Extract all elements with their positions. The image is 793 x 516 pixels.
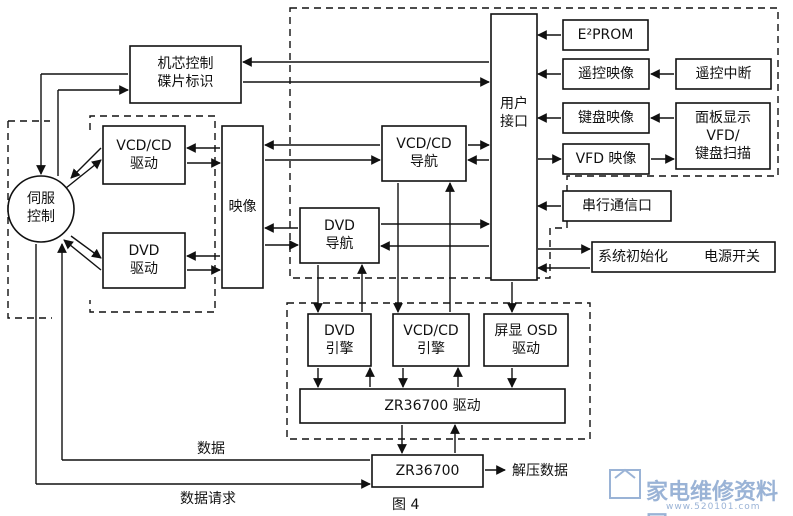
key-map-box	[562, 102, 650, 134]
vfd-map-label: VFD 映像	[575, 151, 637, 167]
watermark-text: 家电维修资料网	[646, 480, 779, 516]
remote-int-box	[675, 58, 772, 90]
panel-box	[675, 102, 771, 170]
panel-line3: 键盘扫描	[695, 146, 751, 162]
remote-int-label: 遥控中断	[695, 66, 752, 82]
core-ctrl-line2: 碟片标识	[157, 74, 214, 90]
core-ctrl-box	[129, 45, 242, 104]
zr-label: ZR36700	[395, 463, 460, 479]
engine-region	[286, 302, 591, 440]
osd-drv-box	[483, 313, 569, 367]
zr-box	[371, 454, 484, 488]
zr-drv-box	[299, 388, 566, 424]
dvd-drv-line1: DVD	[128, 243, 160, 259]
zr-drv-label: ZR36700 驱动	[384, 398, 481, 414]
user-if-label: 用户 接口	[491, 95, 537, 131]
figure-caption: 图 4	[392, 497, 420, 513]
dvd-engine-line1: DVD	[324, 323, 355, 339]
user-if-line2: 接口	[500, 114, 528, 130]
core-ctrl-line1: 机芯控制	[157, 56, 214, 72]
vfd-map-box	[562, 143, 650, 175]
osd-drv-line2: 驱动	[512, 341, 540, 357]
dvd-nav-line2: 导航	[325, 236, 354, 252]
panel-line2: VFD/	[706, 128, 740, 144]
dvd-drv-label: DVD 驱动	[103, 242, 185, 278]
vcdcd-nav-label: VCD/CD 导航	[382, 135, 466, 171]
dvd-nav-box	[299, 207, 380, 264]
decompress-label: 解压数据	[512, 463, 568, 479]
servo-circle	[7, 175, 75, 243]
block-boxes	[7, 13, 776, 488]
user-interface-region	[289, 7, 779, 279]
key-map-label: 键盘映像	[578, 110, 634, 126]
dvd-nav-line1: DVD	[324, 218, 355, 234]
connection-lines	[35, 30, 675, 489]
vcdcd-drv-line1: VCD/CD	[116, 138, 172, 154]
servo-label: 伺服 控制	[8, 190, 74, 226]
dvd-drv-box	[102, 232, 186, 289]
vcdcd-drv-line2: 驱动	[130, 156, 158, 172]
remote-map-box	[562, 58, 650, 90]
panel-label: 面板显示 VFD/ 键盘扫描	[676, 109, 770, 163]
dvd-drv-line2: 驱动	[130, 261, 158, 277]
watermark-url: www.520101.com	[666, 502, 761, 512]
dvd-nav-label: DVD 导航	[300, 217, 379, 253]
sys-init-box	[591, 241, 776, 273]
sys-init-label: 系统初始化	[598, 249, 668, 265]
osd-drv-label: 屏显 OSD 驱动	[484, 322, 568, 358]
eeprom-label: E²PROM	[577, 27, 634, 43]
servo-line2: 控制	[27, 209, 55, 225]
vcdcd-nav-box	[381, 125, 467, 182]
dvd-engine-label: DVD 引擎	[308, 322, 371, 358]
remote-map-label: 遥控映像	[578, 66, 634, 82]
power-label: 电源开关	[704, 249, 760, 265]
vcdcd-drv-label: VCD/CD 驱动	[103, 137, 185, 173]
vcdcd-nav-line2: 导航	[410, 154, 438, 170]
dashed-regions	[7, 7, 779, 440]
vcdcd-engine-box	[392, 313, 470, 367]
mapping-label: 映像	[228, 199, 257, 215]
serial-label: 串行通信口	[582, 198, 652, 214]
vcdcd-engine-line1: VCD/CD	[403, 323, 459, 339]
user-if-box	[490, 13, 538, 281]
vcdcd-drv-box	[102, 125, 186, 185]
dvd-engine-box	[307, 313, 372, 367]
eeprom-box	[562, 19, 649, 51]
user-if-line1: 用户	[500, 96, 528, 112]
mapping-box	[221, 125, 264, 289]
drivers-region	[89, 115, 216, 313]
vcdcd-engine-label: VCD/CD 引擎	[393, 322, 469, 358]
vcdcd-engine-line2: 引擎	[417, 341, 445, 357]
osd-drv-line1: 屏显 OSD	[494, 323, 558, 339]
servo-region-left	[7, 121, 52, 319]
vcdcd-nav-line1: VCD/CD	[396, 136, 452, 152]
core-ctrl-label: 机芯控制 碟片标识	[130, 55, 241, 91]
servo-line1: 伺服	[27, 191, 55, 207]
panel-line1: 面板显示	[695, 110, 751, 126]
serial-box	[562, 190, 672, 222]
data-request-label: 数据请求	[180, 491, 236, 507]
data-label: 数据	[197, 441, 225, 457]
dvd-engine-line2: 引擎	[325, 341, 354, 357]
